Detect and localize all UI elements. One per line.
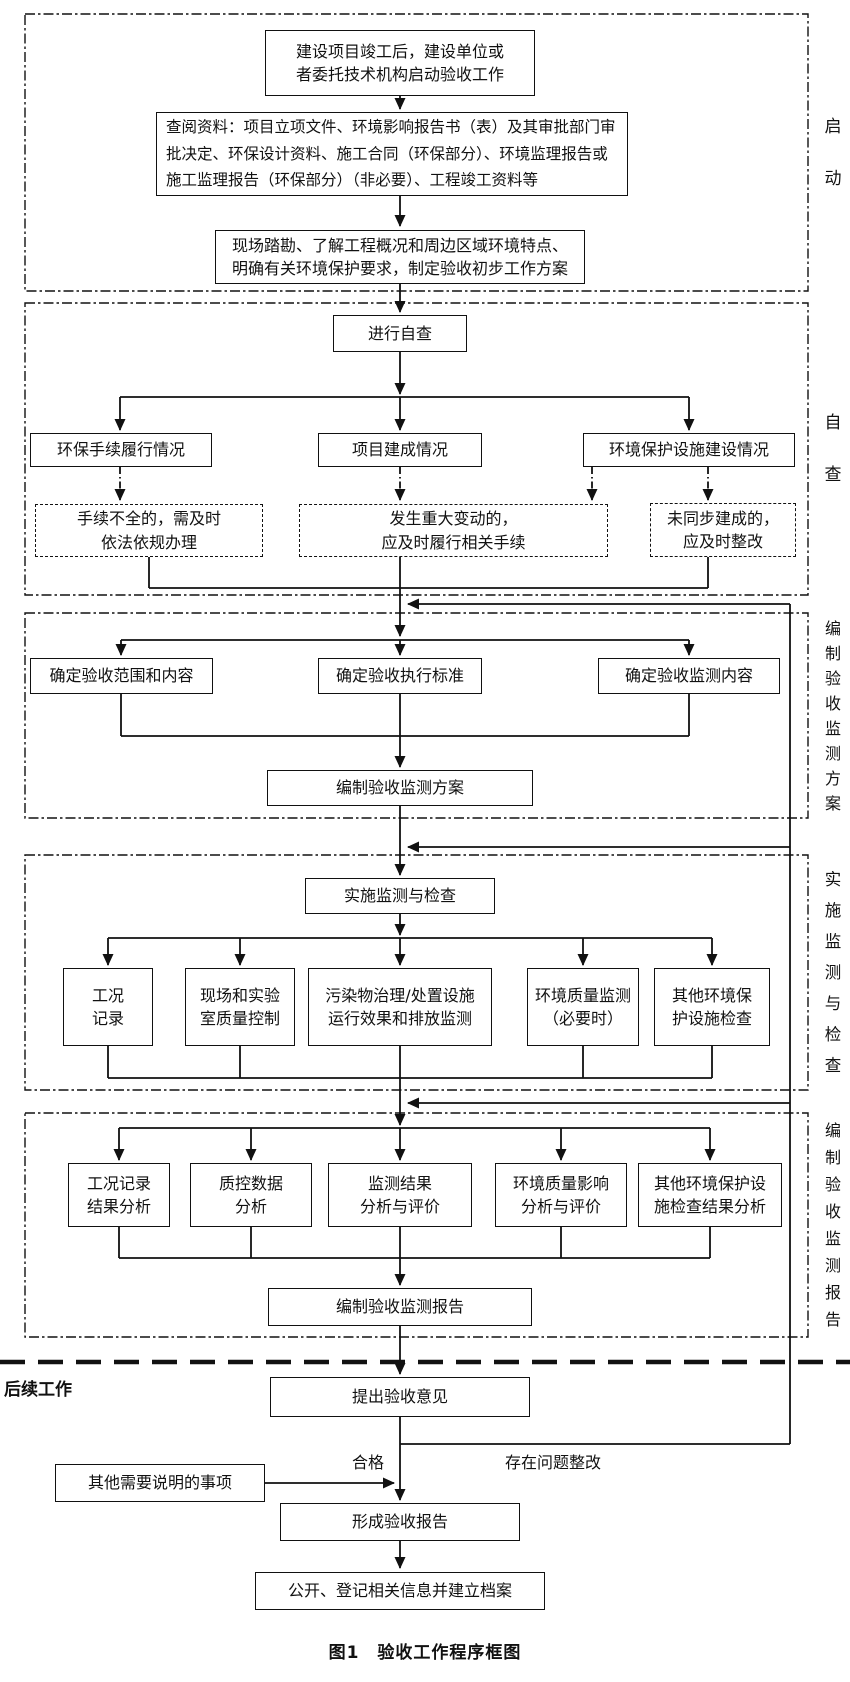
- node-check-project: 项目建成情况: [318, 433, 482, 467]
- node-define-scope: 确定验收范围和内容: [30, 658, 213, 694]
- section-borders: [24, 13, 809, 1338]
- node-fix-procedures: 手续不全的，需及时 依法依规办理: [35, 504, 263, 557]
- node-publish-archive: 公开、登记相关信息并建立档案: [255, 1572, 545, 1610]
- node-other-facility-analysis: 其他环境保护设 施检查结果分析: [638, 1163, 782, 1227]
- section-label-plan: 编制验收监测方案: [824, 618, 841, 813]
- section-label-startup-wrap: 启动: [818, 14, 848, 291]
- self-check-dashed-arrows: [114, 467, 714, 501]
- node-condition-analysis: 工况记录 结果分析: [68, 1163, 170, 1227]
- edge-label-pass: 合格: [352, 1453, 385, 1472]
- node-define-monitoring: 确定验收监测内容: [598, 658, 780, 694]
- node-fix-unsynced: 未同步建成的， 应及时整改: [650, 503, 796, 557]
- node-propose-opinion: 提出验收意见: [270, 1377, 530, 1417]
- node-check-facilities: 环境保护设施建设情况: [583, 433, 795, 467]
- node-pollutant-monitoring: 污染物治理/处置设施 运行效果和排放监测: [308, 968, 492, 1046]
- section-implement-border: [24, 854, 809, 1091]
- node-monitoring-evaluation: 监测结果 分析与评价: [328, 1163, 472, 1227]
- section-label-implement: 实施监测与检查: [824, 870, 842, 1075]
- node-other-facility-check: 其他环境保 护设施检查: [654, 968, 770, 1046]
- section-startup-border: [24, 13, 809, 292]
- section-label-plan-wrap: 编制验收监测方案: [818, 613, 848, 818]
- feedback-lines: [400, 598, 791, 1445]
- section-label-selfcheck-wrap: 自查: [818, 303, 848, 595]
- node-compile-report: 编制验收监测报告: [268, 1288, 532, 1326]
- node-check-procedures: 环保手续履行情况: [30, 433, 212, 467]
- section-plan-border: [24, 612, 809, 819]
- section-label-report-wrap: 编制验收监测报告: [818, 1113, 848, 1337]
- node-define-standards: 确定验收执行标准: [318, 658, 482, 694]
- flow-arrows: [102, 96, 718, 1569]
- node-env-impact-evaluation: 环境质量影响 分析与评价: [495, 1163, 627, 1227]
- node-other-notes: 其他需要说明的事项: [55, 1464, 265, 1502]
- node-review-materials: 查阅资料：项目立项文件、环境影响报告书（表）及其审批部门审 批决定、环保设计资料…: [156, 112, 628, 196]
- section-label-followup: 后续工作: [4, 1380, 72, 1400]
- node-compile-plan: 编制验收监测方案: [267, 770, 533, 806]
- node-condition-record: 工况 记录: [63, 968, 153, 1046]
- node-form-report: 形成验收报告: [280, 1503, 520, 1541]
- node-implement-monitoring: 实施监测与检查: [305, 878, 495, 914]
- node-qc-data-analysis: 质控数据 分析: [190, 1163, 312, 1227]
- node-env-quality-monitoring: 环境质量监测 （必要时）: [527, 968, 639, 1046]
- section-label-report: 编制验收监测报告: [824, 1121, 841, 1329]
- section-report-border: [24, 1112, 809, 1338]
- section-label-selfcheck: 自查: [824, 413, 842, 485]
- edge-label-rectify: 存在问题整改: [505, 1453, 602, 1472]
- section-label-implement-wrap: 实施监测与检查: [818, 855, 848, 1090]
- node-self-check: 进行自查: [333, 315, 467, 352]
- figure-caption: 图1 验收工作程序框图: [328, 1643, 522, 1663]
- node-site-lab-qc: 现场和实验 室质量控制: [185, 968, 295, 1046]
- section-selfcheck-border: [24, 302, 809, 596]
- node-fix-changes: 发生重大变动的， 应及时履行相关手续: [299, 504, 608, 557]
- node-site-survey: 现场踏勘、了解工程概况和周边区域环境特点、 明确有关环境保护要求，制定验收初步工…: [215, 230, 585, 284]
- node-start: 建设项目竣工后，建设单位或 者委托技术机构启动验收工作: [265, 30, 535, 96]
- section-label-startup: 启动: [824, 116, 842, 189]
